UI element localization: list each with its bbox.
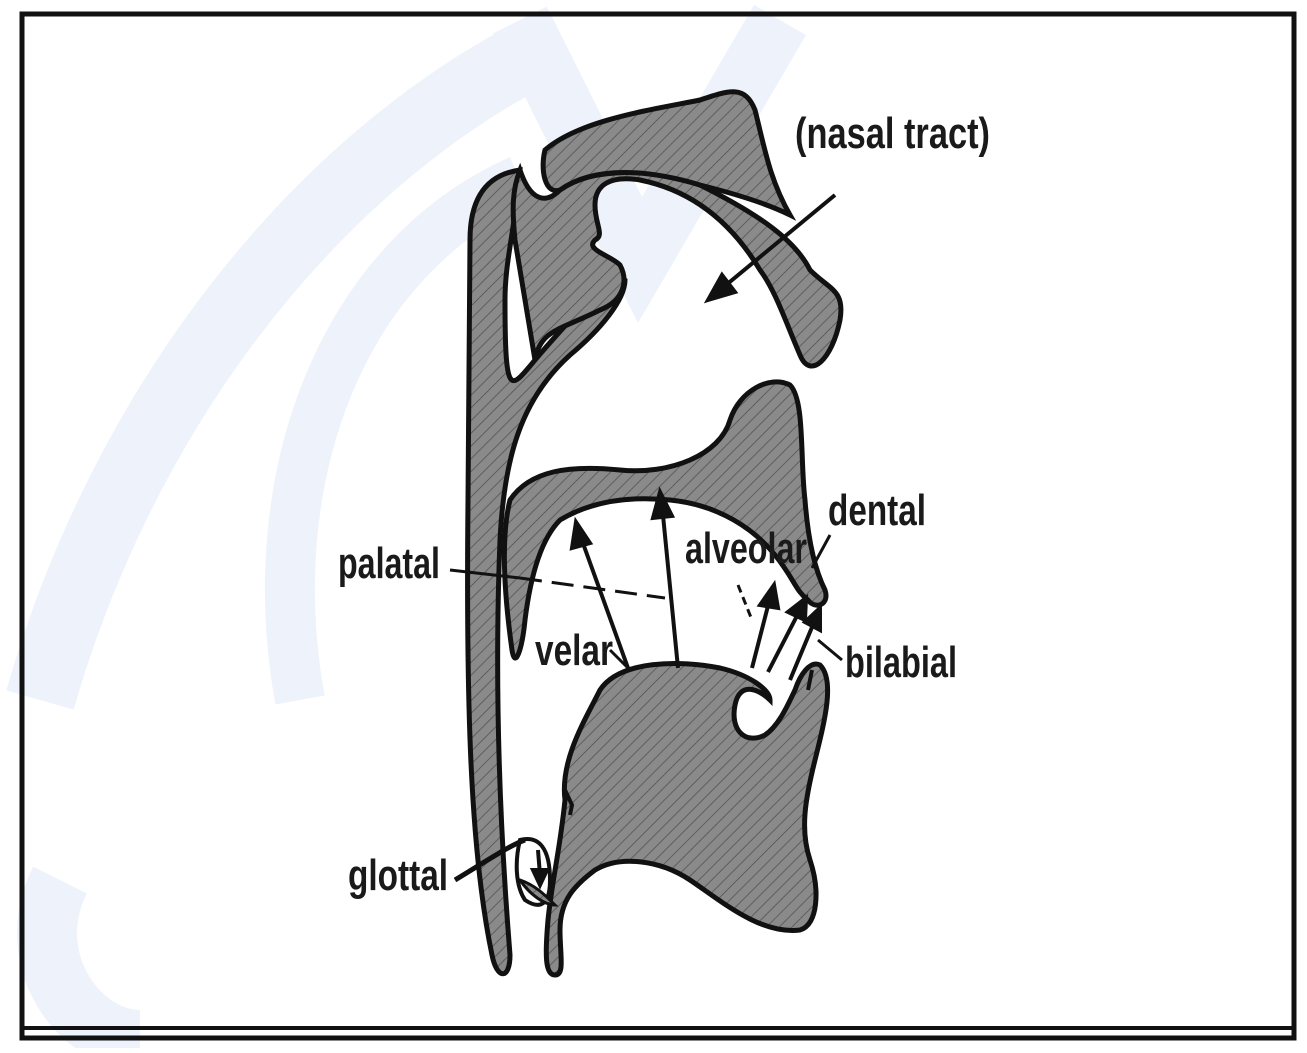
- label-palatal: palatal: [338, 539, 440, 588]
- label-alveolar: alveolar: [685, 524, 807, 573]
- label-dental: dental: [828, 486, 926, 535]
- label-nasal-tract: (nasal tract): [795, 109, 990, 158]
- label-velar: velar: [535, 626, 613, 675]
- label-bilabial: bilabial: [845, 638, 957, 687]
- label-glottal: glottal: [348, 851, 448, 900]
